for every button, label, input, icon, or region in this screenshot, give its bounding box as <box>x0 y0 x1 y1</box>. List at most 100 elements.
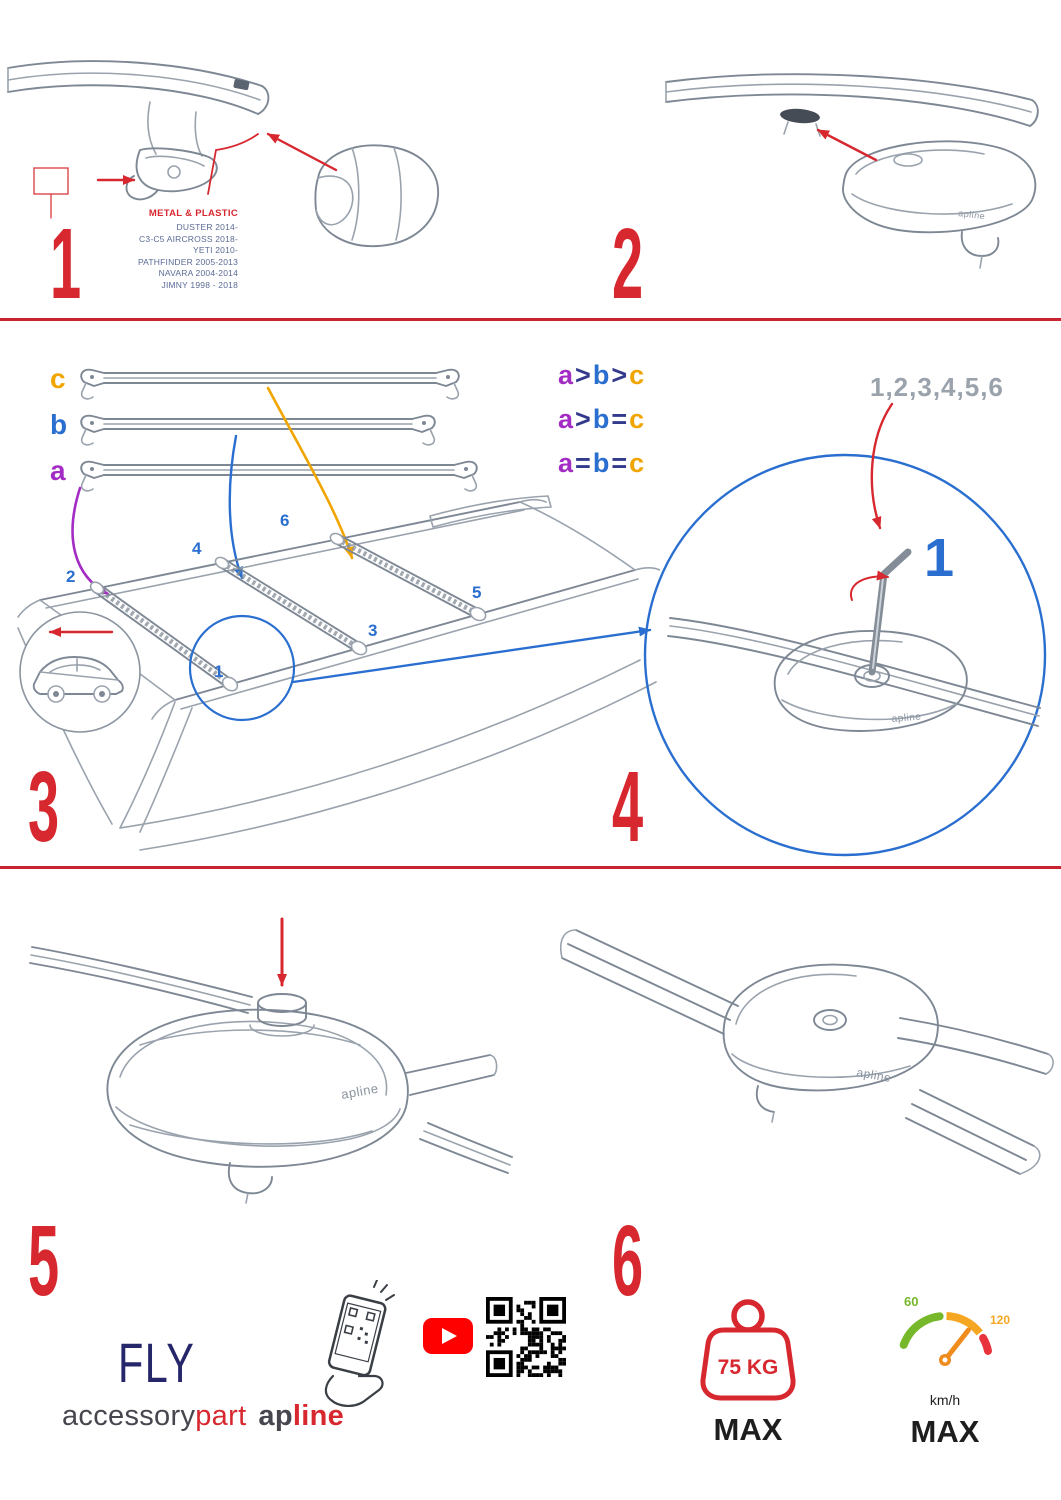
material-label: METAL & PLASTIC <box>148 208 238 219</box>
speedometer-icon: 60 120 <box>899 1294 1010 1366</box>
allen-key <box>868 548 912 676</box>
legend-row-2: a>b=c <box>558 404 645 435</box>
zoom-circle <box>643 453 1047 857</box>
legend-row-1: a>b>c <box>558 360 645 391</box>
step1-drawing <box>7 60 439 248</box>
model-line: JIMNY 1998 - 2018 <box>161 279 238 290</box>
bar-label-b: b <box>50 409 67 440</box>
scan-rays <box>373 1280 395 1301</box>
arrow-a-to-front <box>71 486 110 596</box>
position-6: 6 <box>280 511 289 530</box>
foot-pod <box>722 963 939 1092</box>
position-1: 1 <box>214 662 223 681</box>
legend-b: b <box>592 404 611 434</box>
step-number-4: 4 <box>612 751 644 863</box>
mounted-bar-middle <box>214 556 368 656</box>
callout-box <box>33 167 69 195</box>
step-number-2: 2 <box>612 208 644 320</box>
foot-pod <box>842 140 1037 234</box>
weight-value: 75 KG <box>718 1356 779 1379</box>
apline-logo-text: apline <box>855 1065 892 1085</box>
speed-low-label: 60 <box>904 1294 918 1309</box>
legend-op: = <box>575 448 592 478</box>
speed-high-label: 120 <box>990 1313 1010 1327</box>
apline-logo-text: apline <box>340 1081 380 1102</box>
step-number-3: 3 <box>28 751 60 863</box>
step-number-6: 6 <box>612 1205 644 1317</box>
step-number-1: 1 <box>50 208 82 320</box>
brand-part: part <box>195 1400 247 1432</box>
legend-op: > <box>575 360 592 390</box>
crossbar-b <box>80 414 436 446</box>
qr-code <box>486 1297 566 1377</box>
position-2: 2 <box>66 567 75 586</box>
sequence-arrow <box>870 402 894 530</box>
speed-unit-label: km/h <box>929 1392 961 1408</box>
logo-line: line <box>292 1400 345 1432</box>
arrow-c-to-rear <box>266 386 354 560</box>
mounted-bar-front <box>89 581 239 692</box>
legend-a: a <box>558 360 575 390</box>
step5-drawing: apline <box>29 917 513 1204</box>
legend-b: b <box>592 360 611 390</box>
legend-op: = <box>611 404 629 434</box>
model-line: DUSTER 2014- <box>176 222 238 232</box>
legend-op: = <box>611 448 629 478</box>
needle <box>942 1327 971 1363</box>
mounted-bar-rear <box>329 532 487 622</box>
insert-arrow <box>816 128 878 162</box>
section-divider <box>0 318 1061 321</box>
tightening-sequence: 1,2,3,4,5,6 <box>870 372 1004 402</box>
weight-max-label: MAX <box>713 1412 783 1447</box>
foot-pod <box>106 1008 409 1168</box>
arrow-b-to-middle <box>228 434 244 580</box>
foot-pod <box>773 630 968 732</box>
logo-ap: ap <box>258 1400 293 1432</box>
legend-a: a <box>558 448 575 478</box>
legend-op: > <box>575 404 592 434</box>
bar-slot-hole <box>780 108 820 124</box>
legend-c: c <box>629 448 646 478</box>
youtube-icon <box>423 1318 473 1354</box>
scan-phone-hand-icon <box>324 1280 395 1407</box>
bar-label-c: c <box>50 363 66 394</box>
weight-max-icon: 75 KG <box>700 1299 796 1401</box>
legend-op: > <box>611 360 629 390</box>
bar-label-a: a <box>50 455 66 486</box>
position-3: 3 <box>368 621 377 640</box>
model-line: PATHFINDER 2005-2013 <box>137 256 238 267</box>
legend-c: c <box>629 404 646 434</box>
step6-drawing: apline <box>560 929 1054 1175</box>
model-line: YETI 2010- <box>193 245 238 255</box>
plastic-cover <box>314 144 439 248</box>
first-position-number: 1 <box>924 528 954 588</box>
legend-a: a <box>558 404 575 434</box>
car-roof-drawing <box>17 495 660 851</box>
section-divider <box>0 866 1061 869</box>
product-model-name: FLY <box>118 1331 196 1394</box>
step3-diagram: c b a <box>17 363 660 851</box>
brand-accessory: accessory <box>62 1400 196 1432</box>
crossbar-a <box>80 460 478 492</box>
legend-c: c <box>629 360 646 390</box>
model-line: NAVARA 2004-2014 <box>158 268 238 278</box>
lock-cap <box>257 993 307 1013</box>
position-4: 4 <box>192 539 202 558</box>
position-5: 5 <box>472 583 481 602</box>
zoom-pointer-arrow <box>291 626 652 684</box>
cover-to-bar-arrow <box>266 132 338 172</box>
bar-logo-plate <box>233 79 250 91</box>
car-direction-inset <box>19 611 141 733</box>
apline-logo-text: apline <box>958 208 986 221</box>
legend-row-3: a=b=c <box>558 448 645 479</box>
step4-zoom-drawing: 1 apline <box>643 402 1047 857</box>
step2-drawing: apline <box>665 73 1039 269</box>
model-line: C3-C5 AIRCROSS 2018- <box>139 233 238 244</box>
step-number-5: 5 <box>28 1205 60 1317</box>
compatibility-note: METAL & PLASTIC DUSTER 2014- C3-C5 AIRCR… <box>108 208 238 291</box>
focus-circle <box>188 614 296 722</box>
apline-logo-text: apline <box>891 711 922 725</box>
speed-max-label: MAX <box>910 1414 980 1449</box>
